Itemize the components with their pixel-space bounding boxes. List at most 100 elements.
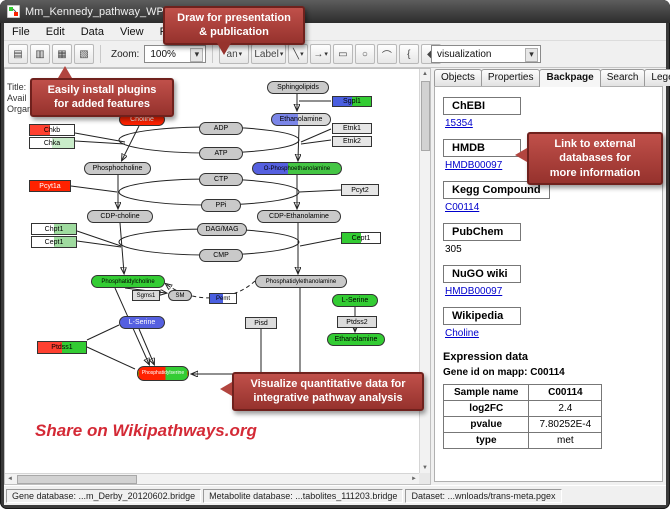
callout-line: Link to external [554, 138, 636, 150]
pathway-node-phosphocholine[interactable]: Phosphocholine [84, 162, 151, 175]
wikipathways-watermark: Share on Wikipathways.org [35, 421, 257, 440]
pathway-node-sgms1[interactable]: Sgms1 [132, 290, 160, 301]
backpage-header-hmdb: HMDB [443, 139, 521, 157]
visualization-combobox[interactable]: visualization [431, 45, 541, 63]
backpage-link-hmdb[interactable]: HMDB00097 [445, 160, 503, 171]
canvas-vertical-scrollbar[interactable]: ▲ ▼ [419, 69, 430, 473]
pathway-node-chpt1[interactable]: Chpt1 [31, 223, 77, 235]
open-folder-icon[interactable]: ▥ [30, 44, 50, 64]
pathway-node-pcyt1a[interactable]: Pcyt1a [29, 180, 71, 192]
tab-objects[interactable]: Objects [434, 69, 482, 86]
label-tool-button[interactable]: Label▾ [251, 44, 287, 64]
tab-properties[interactable]: Properties [480, 69, 541, 86]
backpage-link-nugo-wiki[interactable]: HMDB00097 [445, 286, 503, 297]
pathway-node-l-serine-left[interactable]: L-Serine [119, 316, 165, 329]
oval-tool-button[interactable]: ○ [354, 44, 375, 64]
pathway-node-ptdss1[interactable]: Ptdss1 [37, 341, 87, 354]
pathway-node-ethanolamine-top[interactable]: Ethanolamine [271, 113, 331, 126]
pathway-node-phosphatidylserine[interactable]: Phosphatidylserine [137, 366, 189, 381]
pathway-node-cept1-left[interactable]: Cept1 [31, 236, 77, 248]
pathway-node-chka[interactable]: Chka [29, 137, 75, 149]
rectangle-tool-button[interactable]: ▭ [332, 44, 353, 64]
pathway-node-l-serine-right[interactable]: L-Serine [332, 294, 378, 307]
pathway-node-ethanolamine-bottom[interactable]: Ethanolamine [327, 333, 385, 346]
arrow-tool-button[interactable]: →▾ [310, 44, 331, 64]
menu-edit[interactable]: Edit [45, 25, 65, 38]
pathway-node-chkb[interactable]: Chkb [29, 124, 75, 136]
sidebar: ObjectsPropertiesBackpageSearchLegend Ch… [431, 68, 670, 485]
scroll-left-icon[interactable]: ◄ [7, 476, 13, 482]
backpage-link-chebi[interactable]: 15354 [445, 118, 473, 129]
menu-file[interactable]: File [12, 25, 30, 38]
pathway-node-etnk1[interactable]: Etnk1 [332, 123, 372, 134]
line-tool-button[interactable]: ╲▾ [288, 44, 309, 64]
app-icon [6, 4, 21, 19]
pathway-node-pcyt2[interactable]: Pcyt2 [341, 184, 379, 196]
pathway-node-pisd[interactable]: Pisd [245, 317, 277, 329]
save-icon[interactable]: ▦ [52, 44, 72, 64]
backpage-link-kegg-compound[interactable]: C00114 [445, 202, 480, 213]
export-icon[interactable]: ▧ [74, 44, 94, 64]
infobox-line: Avail [7, 93, 27, 103]
pathway-node-sphingolipids[interactable]: Sphingolipids [267, 81, 329, 94]
brace-tool-button[interactable]: { [398, 44, 419, 64]
selection-handle[interactable] [160, 366, 165, 367]
pathway-node-dag-mag[interactable]: DAG/MAG [197, 223, 247, 236]
dropdown-caret-icon: ▾ [300, 51, 304, 58]
infobox-line: Title: [7, 82, 27, 92]
arc-tool-button[interactable]: ⌒ [376, 44, 397, 64]
selection-handle[interactable] [138, 370, 139, 376]
pathway-node-sm[interactable]: SM [168, 290, 192, 301]
title-bar[interactable]: Mm_Kennedy_pathway_WP1771_45176.gpml [0, 0, 670, 23]
status-bar: Gene database: ...m_Derby_20120602.bridg… [4, 485, 666, 505]
pathway-node-pemt[interactable]: Pemt [209, 293, 237, 304]
pathway-node-ppi[interactable]: PPi [201, 199, 241, 212]
scroll-up-icon[interactable]: ▲ [422, 71, 428, 77]
scroll-down-icon[interactable]: ▼ [422, 465, 428, 471]
toolbar: ▤▥▦▧ Zoom: 100% an▾Label▾╲▾→▾▭○⌒{◆ visua… [4, 41, 666, 68]
expression-cell: Sample name [442, 384, 530, 401]
tab-backpage[interactable]: Backpage [539, 69, 601, 87]
status-cell-1: Metabolite database: ...tabolites_111203… [203, 488, 404, 503]
zoom-combobox[interactable]: 100% [144, 45, 207, 63]
callout-line: more information [549, 166, 641, 179]
scroll-right-icon[interactable]: ► [411, 476, 417, 482]
backpage-header-nugo-wiki: NuGO wiki [443, 265, 521, 283]
horizontal-scroll-thumb[interactable] [17, 475, 137, 484]
pathway-node-atp[interactable]: ATP [199, 147, 243, 160]
pathway-node-ctp[interactable]: CTP [199, 173, 243, 186]
new-file-icon[interactable]: ▤ [8, 44, 28, 64]
selection-handle[interactable] [160, 380, 165, 381]
pathway-node-o-phosphoethanolamine[interactable]: O-Phosphoethanolamine [252, 162, 342, 175]
menu-data[interactable]: Data [80, 25, 104, 38]
callout-pointer-icon [220, 382, 232, 396]
pathway-node-cept1-right[interactable]: Cept1 [341, 232, 381, 244]
status-cell-0: Gene database: ...m_Derby_20120602.bridg… [6, 488, 202, 503]
scrollbar-corner [419, 473, 430, 484]
pathway-node-phosphatidylcholine[interactable]: Phosphatidylcholine [91, 275, 165, 288]
pathway-node-cdp-ethanolamine[interactable]: CDP-Ethanolamine [257, 210, 341, 223]
tab-legend[interactable]: Legend [644, 69, 670, 86]
backpage-value-pubchem: 305 [445, 244, 462, 255]
backpage-link-wikipedia[interactable]: Choline [445, 328, 479, 339]
vertical-scroll-thumb[interactable] [421, 81, 430, 151]
pathway-node-sgpl1[interactable]: Sgpl1 [332, 96, 372, 107]
pathway-node-ptdss2[interactable]: Ptdss2 [337, 316, 377, 328]
tab-search[interactable]: Search [599, 69, 646, 86]
pathway-node-phosphatidylethanolamine[interactable]: Phosphatidylethanolamine [255, 275, 347, 288]
pathway-node-cdp-choline[interactable]: CDP-choline [87, 210, 153, 223]
canvas-horizontal-scrollbar[interactable]: ◄ ► [5, 473, 419, 484]
expression-cell: 7.80252E-4 [528, 416, 603, 433]
zoom-label: Zoom: [111, 48, 140, 60]
pathway-node-etnk2[interactable]: Etnk2 [332, 136, 372, 147]
menu-view[interactable]: View [119, 25, 144, 38]
selection-handle[interactable] [187, 370, 188, 376]
selection-handle[interactable] [137, 366, 139, 367]
pathway-node-adp[interactable]: ADP [199, 122, 243, 135]
pathway-node-cmp[interactable]: CMP [199, 249, 243, 262]
